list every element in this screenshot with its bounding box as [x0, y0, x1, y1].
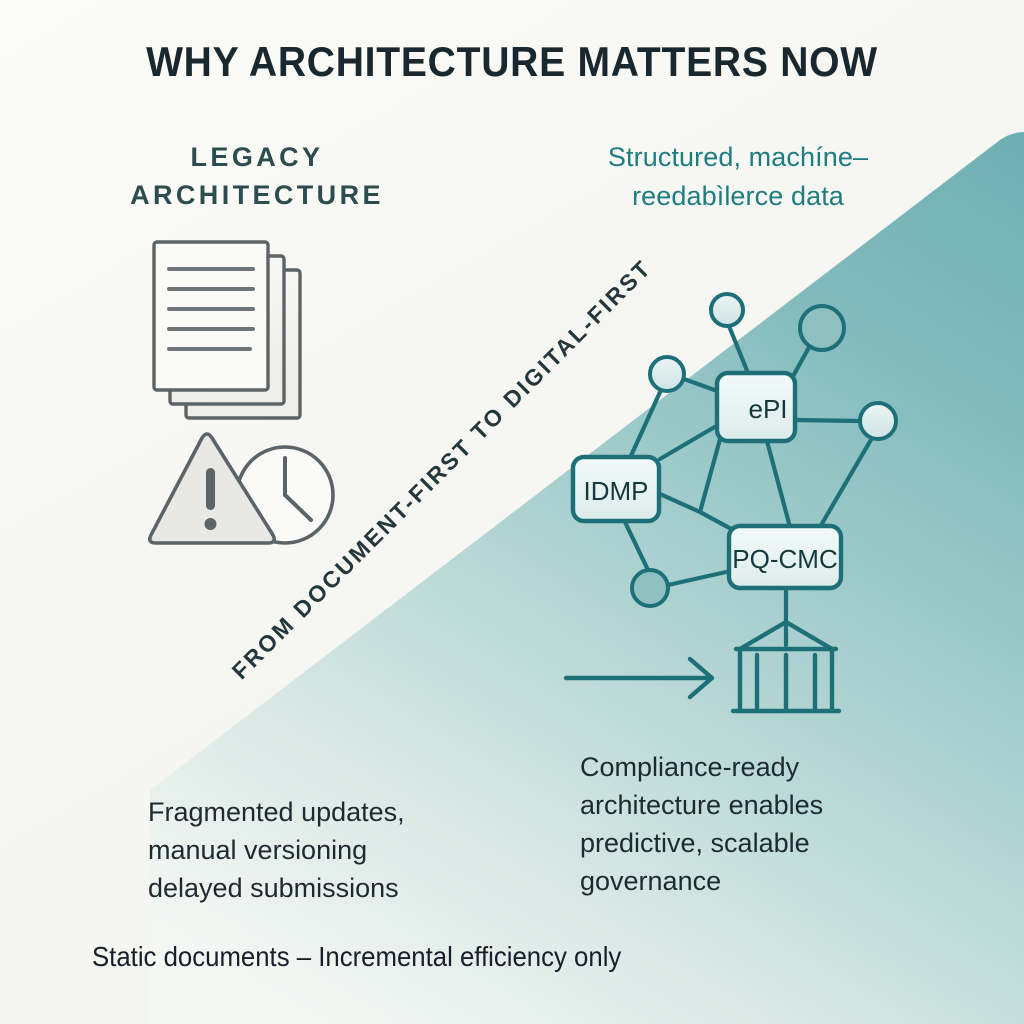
- network-node-circle-2: [798, 304, 846, 352]
- legacy-heading-line2: ARCHITECTURE: [130, 180, 384, 211]
- modern-caption-line2: architecture enables: [580, 790, 824, 821]
- network-graph-icon: [563, 292, 898, 714]
- network-node-epi: [714, 370, 798, 444]
- edge-idmp-hub: [657, 491, 703, 515]
- network-node-idmp: [570, 454, 662, 524]
- modern-caption: Compliance-ready architecture enables pr…: [580, 748, 910, 900]
- arrow-right-icon: [563, 656, 715, 700]
- document-text-lines: [167, 267, 255, 351]
- network-node-circle-4: [858, 401, 898, 441]
- network-node-pqcmc: [726, 523, 844, 591]
- modern-heading: Structured, machíne– reedabìlerce data: [548, 138, 928, 216]
- edge-epi-c1: [726, 323, 751, 376]
- edge-pqcmc-c5: [665, 567, 738, 588]
- edge-epi-idmp: [657, 422, 721, 462]
- legacy-caption-line2: manual versioning: [148, 835, 368, 866]
- legacy-caption-line1: Fragmented updates,: [148, 797, 405, 827]
- document-sheet-front: [152, 240, 270, 392]
- network-node-circle-5: [630, 568, 670, 608]
- legacy-heading: LEGACY ARCHITECTURE: [92, 138, 422, 215]
- clock-hands: [283, 456, 313, 522]
- modern-heading-line1: Structured, machíne–: [607, 142, 869, 172]
- edge-epi-hub: [697, 429, 725, 515]
- modern-heading-line2: reedabìlerce data: [632, 181, 844, 212]
- edge-epi-pqcmc: [764, 438, 793, 530]
- footer-caption: Static documents – Incremental efficienc…: [92, 941, 622, 972]
- modern-caption-line3: predictive, scalable: [580, 828, 810, 859]
- building-roof: [737, 619, 835, 652]
- edge-epi-c2: [789, 339, 815, 381]
- warning-exclamation-dot: [204, 518, 217, 530]
- edge-idmp-c3: [627, 387, 664, 461]
- edge-epi-c4: [792, 417, 863, 424]
- network-node-circle-1: [709, 292, 745, 328]
- network-edges: [622, 323, 875, 648]
- legacy-icon-group: [148, 240, 335, 545]
- legacy-caption-line3: delayed submissions: [148, 873, 399, 904]
- edge-idmp-c5: [622, 519, 651, 573]
- legacy-heading-line1: LEGACY: [190, 142, 324, 172]
- warning-exclamation-bar: [206, 468, 215, 510]
- edge-pqcmc-c4: [817, 435, 875, 530]
- modern-caption-line4: governance: [580, 866, 722, 897]
- edge-epi-c3: [681, 376, 723, 395]
- institution-building-icon: [730, 619, 842, 714]
- legacy-caption: Fragmented updates, manual versioning de…: [148, 793, 478, 907]
- modern-caption-line1: Compliance-ready: [580, 752, 800, 782]
- network-node-circle-3: [648, 355, 686, 393]
- page-title: WHY ARCHITECTURE MATTERS NOW: [146, 38, 878, 85]
